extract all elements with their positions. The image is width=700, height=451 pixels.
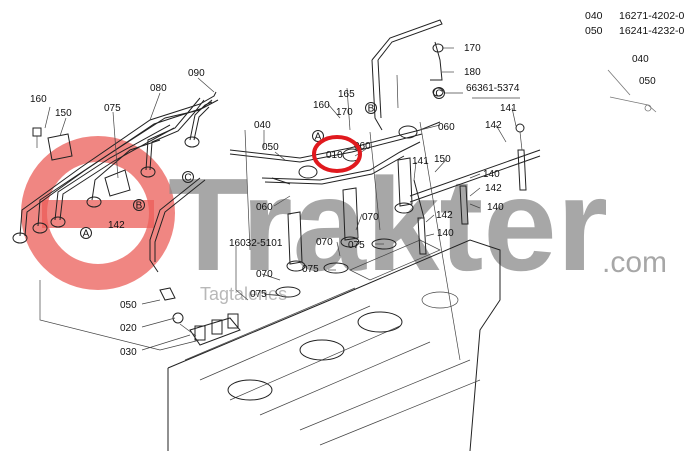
watermark-tagline: Tagtalenes (200, 284, 287, 304)
parts-table: 040 16271-4202-0 050 16241-4232-0 (585, 9, 684, 39)
parts-table-row: 040 16271-4202-0 (585, 9, 684, 24)
callout-050-pump: 050 (120, 300, 137, 311)
callout-060-left: 060 (256, 202, 273, 213)
callout-040-diagram: 040 (254, 120, 271, 131)
parts-table-pos: 050 (585, 25, 603, 37)
bracket-assembly (32, 127, 73, 161)
callout-070-c: 070 (256, 269, 273, 280)
injection-nozzles (275, 157, 414, 298)
engine-block (167, 239, 501, 451)
leader-lines (39, 47, 520, 361)
watermark-logo (21, 136, 175, 290)
callout-142-top: 142 (485, 120, 502, 131)
inset-callout-050: 050 (639, 76, 656, 87)
parts-table-pos: 040 (585, 10, 603, 22)
circle-letter-c-left: C (184, 173, 191, 184)
parts-table-part: 16271-4202-0 (619, 10, 685, 22)
glow-plugs (409, 123, 541, 255)
part-number-66361-5374: 66361-5374 (466, 83, 520, 94)
callout-060-right: 060 (438, 122, 455, 133)
callout-080: 075 (104, 103, 121, 114)
callout-142-low: 142 (436, 210, 453, 221)
callout-180: 180 (464, 67, 481, 78)
watermark-brand: Trakter (168, 151, 608, 298)
callout-060-mid: 060 (354, 141, 371, 152)
callout-130: 160 (30, 94, 47, 105)
callout-120: 150 (55, 108, 72, 119)
callout-140-b: 140 (487, 202, 504, 213)
callout-020: 020 (120, 323, 137, 334)
circle-letter-b-left: B (136, 201, 143, 212)
callout-070-b: 070 (316, 237, 333, 248)
callout-141-top: 141 (500, 103, 517, 114)
inset-callout-040: 040 (632, 54, 649, 65)
callout-030: 030 (120, 347, 137, 358)
callout-110: 142 (108, 220, 125, 231)
inset-detail (607, 69, 657, 113)
parts-table-part: 16241-4232-0 (619, 25, 685, 37)
callout-050-diagram: 050 (262, 142, 279, 153)
callout-170-lower: 170 (336, 107, 353, 118)
leak-off-pipes (149, 19, 444, 273)
callout-140-a: 140 (483, 169, 500, 180)
parts-table-row: 050 16241-4232-0 (585, 24, 684, 39)
callout-165: 165 (338, 89, 355, 100)
callout-170-upper: 170 (464, 43, 481, 54)
callout-075-a: 075 (348, 240, 365, 251)
highlight-circle-010 (312, 135, 362, 173)
callout-labels: 160 150 075 080 090 142 040 050 060 165 … (30, 43, 656, 358)
callout-090: 080 (150, 83, 167, 94)
callout-010: 010 (326, 150, 343, 161)
callout-100: 090 (188, 68, 205, 79)
part-number-16032-5101: 16032-5101 (229, 238, 283, 249)
callout-075-c: 075 (250, 289, 267, 300)
circle-letter-markers: A B C A B C (80, 87, 445, 240)
callout-141-mid: 141 (412, 156, 429, 167)
watermark-tld: .com (602, 246, 667, 279)
callout-150: 150 (434, 154, 451, 165)
callout-140-c: 140 (437, 228, 454, 239)
callout-160: 160 (313, 100, 330, 111)
circle-letter-a-right: A (315, 132, 322, 143)
callout-070-a: 070 (362, 212, 379, 223)
circle-letter-a-left: A (83, 229, 90, 240)
circle-letter-b-right: B (368, 104, 375, 115)
callout-142-mid: 142 (485, 183, 502, 194)
circle-letter-c-right: C (435, 89, 442, 100)
callout-075-b: 075 (302, 264, 319, 275)
